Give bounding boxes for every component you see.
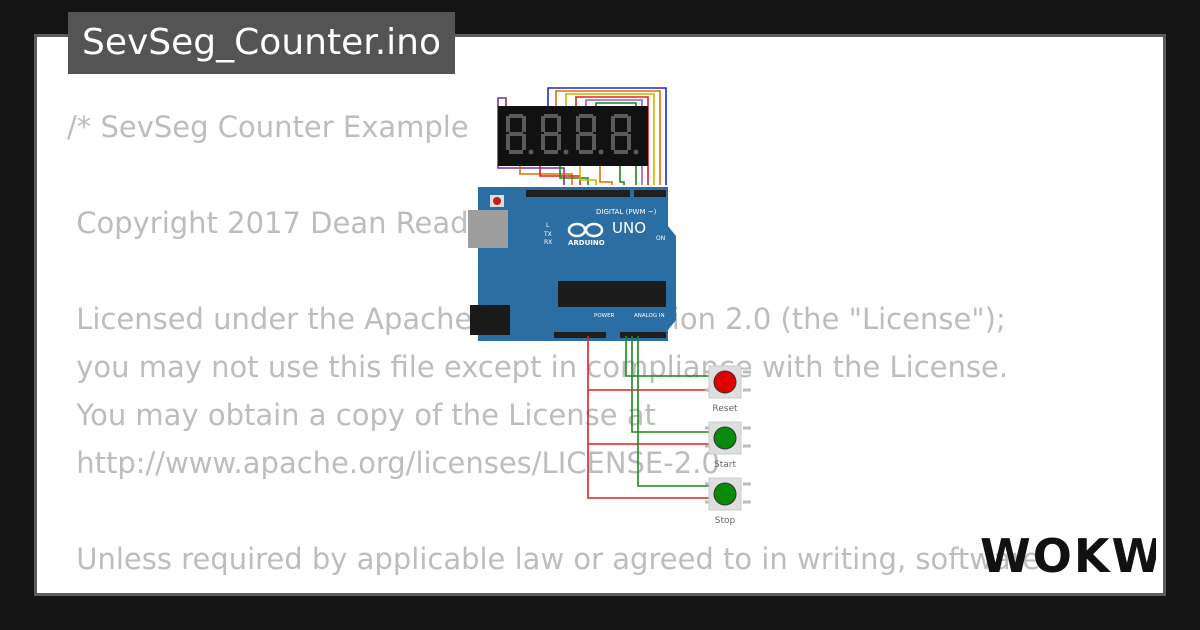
wokwi-logo-text: WOKWi xyxy=(980,529,1156,583)
on-label: ON xyxy=(656,235,665,242)
code-line: http://www.apache.org/licenses/LICENSE-2… xyxy=(67,446,720,480)
button-wires xyxy=(587,336,712,499)
arduino-logo xyxy=(567,222,604,238)
code-line: Unless required by applicable law or agr… xyxy=(67,542,1040,576)
usb-connector xyxy=(468,210,508,248)
power-header xyxy=(554,332,606,338)
push-button-stop[interactable]: Stop xyxy=(705,477,751,526)
code-line: distributed under the License is distrib… xyxy=(67,590,1006,593)
display-digit xyxy=(611,114,639,155)
wokwi-logo: WOKWi xyxy=(980,529,1156,583)
button-label: Reset xyxy=(712,404,738,414)
code-line: /* SevSeg Counter Example xyxy=(67,110,469,144)
seven-segment-display xyxy=(498,106,648,166)
display-digit xyxy=(576,114,604,155)
button-label: Start xyxy=(714,460,736,470)
led-label-rx: RX xyxy=(544,239,552,246)
atmega-chip xyxy=(558,281,666,307)
code-line: Copyright 2017 Dean Reading xyxy=(67,206,514,240)
display-digit xyxy=(541,114,569,155)
push-button-start[interactable]: Start xyxy=(705,421,751,470)
led-label-tx: TX xyxy=(543,231,552,238)
display-digit xyxy=(506,114,534,155)
code-line: You may obtain a copy of the License at xyxy=(67,398,656,432)
digital-header xyxy=(526,190,630,197)
power-jack xyxy=(470,305,510,335)
button-label: Stop xyxy=(715,516,736,526)
analog-label: ANALOG IN xyxy=(634,313,665,319)
arduino-uno-board: DIGITAL (PWM ~) UNO ARDUINO ON L TX RX P… xyxy=(468,187,676,341)
power-label: POWER xyxy=(594,313,615,319)
board-brand: ARDUINO xyxy=(568,239,605,247)
file-title: SevSeg_Counter.ino xyxy=(68,12,455,74)
push-button-reset[interactable]: Reset xyxy=(705,365,751,414)
code-preview: /* SevSeg Counter Example Copyright 2017… xyxy=(67,103,1040,593)
analog-header xyxy=(620,332,666,338)
digital-label: DIGITAL (PWM ~) xyxy=(596,208,657,216)
led-label-l: L xyxy=(546,222,550,229)
board-model: UNO xyxy=(612,219,646,237)
